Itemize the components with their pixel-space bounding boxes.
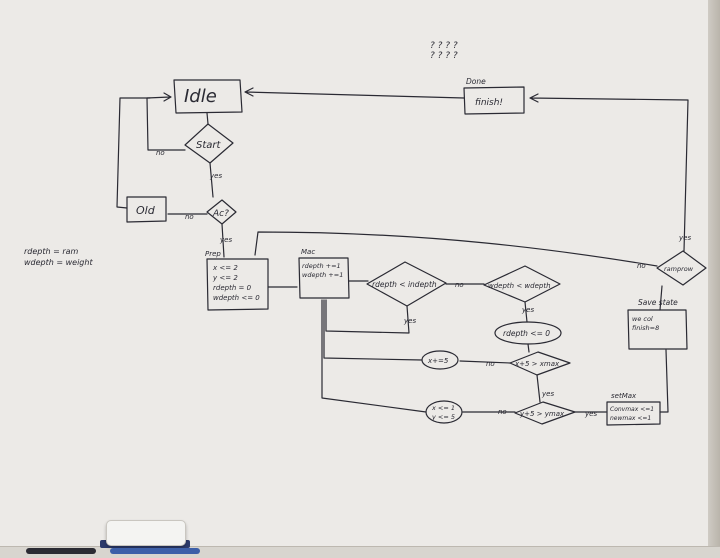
rdepth-yes-loop-arrow [325,299,410,334]
setmax-title: setMax [611,392,637,400]
y-check-node: y+5 > ymax [514,401,576,425]
setmax-to-save-arrow [659,349,669,413]
wdepth-check-label: wdepth < wdepth [488,282,551,290]
marker-blue[interactable] [110,548,200,554]
ramprow-node: ramprow [656,250,707,286]
done-node: finish! [463,86,525,115]
question-marks-row-2: ? ? ? ? [430,51,458,61]
start-yes-label: yes [209,172,222,180]
rdepth-no-label: no [455,281,464,289]
old-node: Old [126,196,167,223]
x-check-label: x+5 > xmax [514,360,560,368]
setmax-node: Convmax <=1 newmax <=1 [606,401,661,426]
prep-line-3: rdepth = 0 [213,284,252,292]
mac-node: rdepth +=1 wdepth +=1 [298,257,350,299]
ramprow-no-label: no [637,262,646,270]
ramprow-label: ramprow [664,265,694,273]
mac-title: Mac [301,248,315,256]
rdepth-check-label: rdepth < indepth [372,280,437,289]
y-check-label: y+5 > ymax [519,410,565,418]
y-yes-label: yes [584,410,597,418]
rdepth-yes-label: yes [403,317,416,325]
save-to-ramprow-arrow [659,285,663,311]
ac-yes-label: yes [219,236,232,244]
ac-no-label: no [185,213,194,221]
done-title: Done [466,77,486,86]
left-note-line-1: rdepth = ram [24,247,79,256]
savestate-node: we col finish=8 [627,309,688,350]
idle-node: Idle [173,79,243,114]
ac-to-prep-arrow [221,223,225,258]
start-no-label: no [156,149,165,157]
old-to-idle-arrow [116,97,151,209]
xinc-loop-arrow [323,299,423,361]
idle-label: Idle [184,86,217,107]
mac-line-2: wdepth +=1 [302,271,343,279]
savestate-title: Save state [638,298,678,307]
x-no-label: no [486,360,495,368]
x-increment-label: x+=5 [427,357,449,365]
done-to-idle-arrow [244,87,465,99]
wdepth-yes-label: yes [521,306,534,314]
start-no-loop-arrow [146,92,186,151]
mac-line-1: rdepth +=1 [302,262,341,270]
savestate-line-1: we col [632,315,653,323]
question-marks-row-1: ? ? ? ? [430,41,458,51]
wdepth-to-reset-arrow [524,301,528,323]
board-frame-right [708,0,720,546]
prep-line-1: x <= 2 [212,264,238,272]
left-note-line-2: wdepth = weight [24,258,93,267]
start-label: Start [196,140,222,151]
marker-black[interactable] [26,548,96,554]
x-to-xinc-arrow [459,360,511,364]
x-to-y-arrow [536,374,541,403]
done-box-label: finish! [475,98,503,108]
ac-label: Ac? [212,209,229,219]
old-label: Old [136,204,156,217]
prep-node: x <= 2 y <= 2 rdepth = 0 wdepth <= 0 [206,258,269,311]
x-yes-label: yes [541,390,554,398]
whiteboard-eraser[interactable] [106,520,186,546]
savestate-line-2: finish=8 [632,324,659,332]
ramprow-no-loop-arrow [254,231,658,267]
prep-line-2: y <= 2 [212,274,238,282]
idle-to-start-arrow [206,112,209,125]
reset-to-x-arrow [527,343,530,353]
xyreset-loop-arrow [321,299,427,413]
prep-line-4: wdepth <= 0 [213,294,260,302]
setmax-line-2: newmax <=1 [610,415,651,422]
ramprow-to-done-arrow [529,93,689,252]
prep-title: Prep [205,250,221,258]
start-to-ac-arrow [209,162,214,198]
rdepth-reset-label: rdepth <= 0 [503,329,550,338]
xy-reset-line-2: y <= 5 [431,413,455,421]
setmax-line-1: Convmax <=1 [610,406,654,413]
xy-reset-line-1: x <= 1 [431,404,455,412]
